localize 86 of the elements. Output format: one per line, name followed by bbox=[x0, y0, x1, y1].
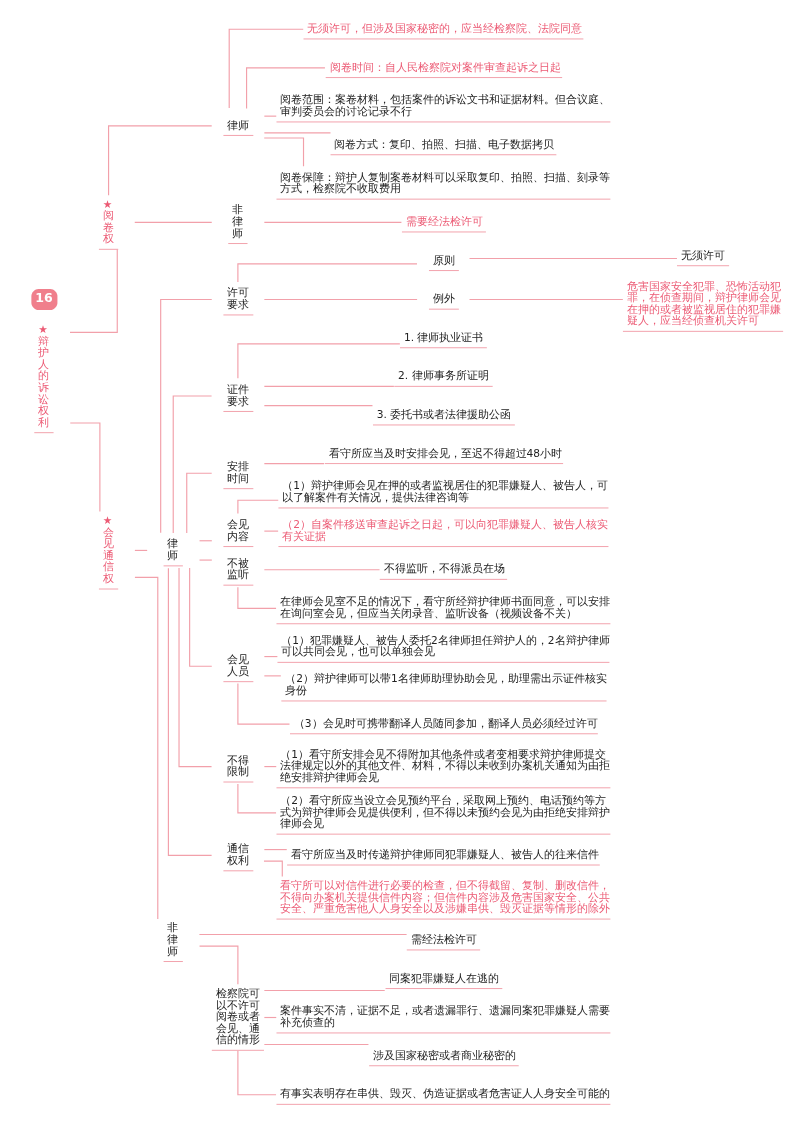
connector bbox=[236, 783, 277, 814]
label: 16 bbox=[34, 289, 53, 305]
connector bbox=[263, 849, 287, 851]
node-text: 1. 律师执业证书 bbox=[403, 330, 483, 344]
connector bbox=[167, 567, 212, 856]
node-text: 阅卷范围：案卷材料，包括案件的诉讼文书和证据材料。但合议庭、审判委员会的讨论记录不行 bbox=[279, 93, 610, 118]
node-text: 看守所可以对信件进行必要的检查，但不得截留、复制、删改信件，不得向办案机关提供信件内容；但信件内容涉及危害国家安全、公共安全、严重危害他人人身安全以及涉嫌串供、毁灭证据等情形的除外 bbox=[279, 878, 610, 916]
connector bbox=[263, 569, 380, 571]
connector bbox=[263, 405, 373, 407]
node-text: 不被监听 bbox=[226, 556, 249, 582]
node-text: 不得限制 bbox=[226, 753, 249, 779]
connector bbox=[177, 567, 212, 768]
connector bbox=[263, 221, 402, 223]
node-text: （3）会见时可携带翻译人员随同参加，翻译人员必须经过许可 bbox=[293, 716, 598, 730]
node-text: 律师 bbox=[166, 537, 178, 562]
node-text: 有事实表明存在串供、毁灭、伪造证据或者危害证人人身安全可能的 bbox=[279, 1087, 610, 1101]
connector bbox=[263, 1043, 369, 1046]
node-text: 安排时间 bbox=[226, 460, 249, 485]
node-text: （2）辩护律师可以带1名律师助理协助会见，助理需出示证件核实身份 bbox=[284, 672, 607, 698]
connector bbox=[263, 298, 418, 301]
node-text: （1）看守所安排会见不得附加其他条件或者变相要求辩护律师提交法律规定以外的其他文件、材料，不得以未收到办案机关通知为由拒绝安排辩护律师会见 bbox=[279, 747, 610, 784]
node-text: 涉及国家秘密或者商业秘密的 bbox=[372, 1048, 516, 1062]
connector bbox=[133, 221, 212, 223]
connector bbox=[263, 989, 385, 992]
node-text: 会见人员 bbox=[226, 653, 249, 678]
node-text: 2. 律师事务所证明 bbox=[397, 369, 489, 383]
connector bbox=[172, 395, 212, 534]
connector bbox=[236, 263, 418, 283]
node-text: 原则 bbox=[432, 253, 455, 267]
node-text: 证件要求 bbox=[226, 382, 249, 408]
node-text: 非律师 bbox=[166, 921, 178, 958]
node-text: 阅卷方式：复印、拍照、扫描、电子数据拷贝 bbox=[333, 137, 554, 151]
connector bbox=[107, 125, 212, 196]
node-text: 看守所应当及时安排会见，至迟不得超过48小时 bbox=[328, 446, 562, 460]
node-text: 许可要求 bbox=[226, 286, 249, 311]
node-text: 案件事实不清，证据不足，或者遗漏罪行、遗漏同案犯罪嫌疑人需要补充侦查的 bbox=[279, 1004, 610, 1029]
node-text: 同案犯罪嫌疑人在逃的 bbox=[388, 971, 499, 985]
node-text: （2）看守所应当设立会见预约平台，采取网上预约、电话预约等方式为辩护律师会见提供便利，但不得以未预约会见为由拒绝安排辩护律师会见 bbox=[279, 794, 610, 831]
node-text: （1）犯罪嫌疑人、被告人委托2名律师担任辩护人的，2名辩护律师可以共同会见，也可以单独会见 bbox=[280, 633, 610, 659]
connector bbox=[263, 675, 281, 677]
connector bbox=[159, 298, 212, 534]
node-text: 危害国家安全犯罪、恐怖活动犯罪，在侦查期间，辩护律师会见在押的或者被监视居住的犯罪嫌疑人，应当经侦查机关许可 bbox=[626, 279, 781, 328]
node-text: 不得监听，不得派员在场 bbox=[383, 562, 505, 576]
connector bbox=[263, 132, 331, 134]
connector bbox=[133, 576, 158, 920]
connector bbox=[263, 463, 325, 465]
connector bbox=[468, 257, 678, 260]
node-text: 无须许可 bbox=[680, 248, 725, 262]
connector bbox=[198, 945, 238, 985]
node-text: ★ 会见通信权 bbox=[102, 514, 114, 586]
node-text: 需要经法检许可 bbox=[405, 215, 483, 229]
node-text: 阅卷保障：辩护人复制案卷材料可以采取复印、拍照、扫描、刻录等方式，检察院不收取费用 bbox=[279, 170, 610, 196]
node-text: 需经法检许可 bbox=[410, 933, 477, 946]
connector bbox=[185, 472, 212, 534]
connector bbox=[245, 67, 326, 109]
connector bbox=[263, 530, 279, 532]
connector bbox=[262, 860, 283, 878]
connector bbox=[236, 586, 277, 609]
node-text: 律师 bbox=[226, 118, 249, 132]
node-text: （1）辩护律师会见在押的或者监视居住的犯罪嫌疑人、被告人，可以了解案件有关情况，提供法律咨询等 bbox=[281, 479, 608, 505]
node-text: 非律师 bbox=[231, 203, 243, 240]
connector bbox=[198, 559, 212, 561]
node-text: 通信权利 bbox=[226, 842, 249, 867]
connector bbox=[236, 683, 290, 725]
node-text: 例外 bbox=[432, 292, 455, 306]
connector bbox=[263, 385, 394, 387]
node-text: ★ 阅卷权 bbox=[102, 197, 114, 246]
connector bbox=[236, 1050, 277, 1096]
node-text: 检察院可以不许可阅卷或者会见、通信的情形 bbox=[215, 987, 260, 1047]
node-text: 阅卷时间：自人民检察院对案件审查起诉之日起 bbox=[329, 60, 561, 74]
connector bbox=[68, 248, 118, 333]
node-text: 无须许可，但涉及国家秘密的，应当经检察院、法院同意 bbox=[306, 22, 582, 35]
connector bbox=[263, 137, 304, 167]
connector bbox=[236, 343, 400, 379]
node-text: （2）自案件移送审查起诉之日起，可以向犯罪嫌疑人、被告人核实有关证据 bbox=[281, 518, 608, 543]
node-text: ★ 辩护人的诉讼权利 bbox=[37, 323, 49, 429]
node-text: 会见内容 bbox=[226, 518, 249, 543]
connector bbox=[468, 298, 623, 301]
connector bbox=[188, 567, 212, 667]
connector bbox=[198, 933, 407, 936]
connector bbox=[263, 115, 277, 117]
connector bbox=[69, 422, 100, 513]
node-text: 看守所应当及时传递辩护律师同犯罪嫌疑人、被告人的往来信件 bbox=[290, 848, 599, 862]
node-text: 在律师会见室不足的情况下，看守所经辩护律师书面同意，可以安排在询问室会见，但应当关闭录音、监听设备（视频设备不关） bbox=[279, 595, 610, 620]
connector bbox=[228, 28, 304, 109]
node-text: 3. 委托书或者法律援助公函 bbox=[376, 408, 511, 422]
